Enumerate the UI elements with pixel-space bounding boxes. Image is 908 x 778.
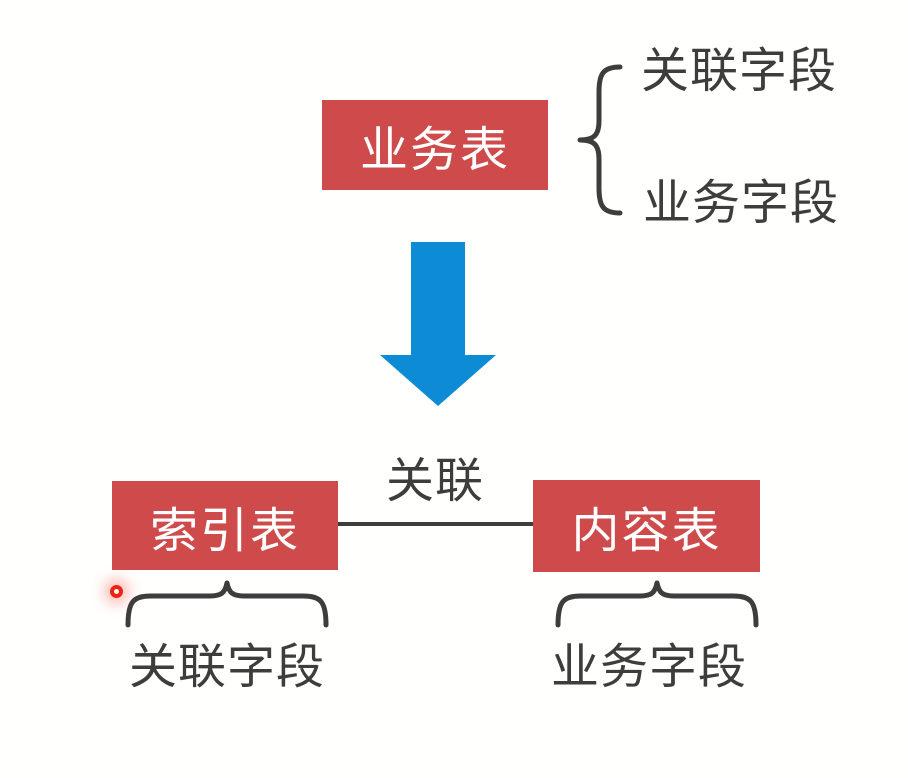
index-table-box: 索引表	[112, 481, 338, 570]
down-arrow-icon	[380, 242, 496, 406]
content-table-field-label: 业务字段	[551, 641, 748, 694]
over-curly-brace-icon	[125, 580, 329, 628]
over-curly-brace-icon	[555, 580, 759, 628]
index-table-field-label: 关联字段	[129, 641, 326, 694]
relation-label: 关联	[386, 455, 485, 508]
business-table-box: 业务表	[322, 100, 548, 190]
top-field-label-relation-field: 关联字段	[641, 45, 838, 98]
connector-line	[338, 522, 533, 526]
content-table-box: 内容表	[533, 480, 760, 572]
laser-pointer-dot	[110, 585, 123, 598]
right-curly-brace-icon	[577, 64, 623, 216]
top-field-label-business-field: 业务字段	[643, 177, 840, 230]
